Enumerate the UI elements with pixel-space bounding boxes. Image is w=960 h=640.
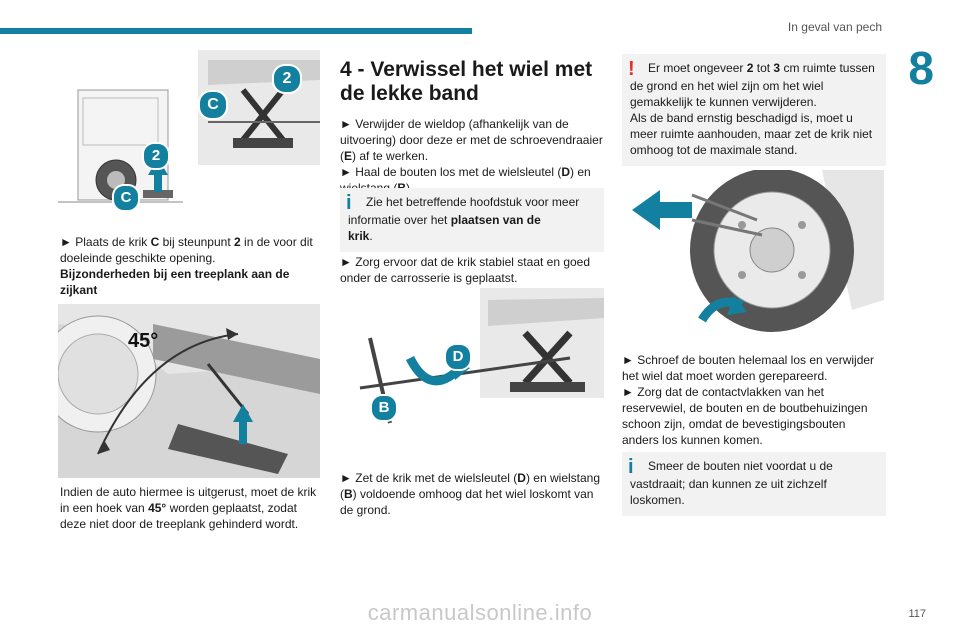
figure-jack-position: C 2 2 C	[58, 50, 320, 222]
label-d: D	[444, 343, 472, 371]
col2-step4: ► Zet de krik met de wielsleutel (D) en …	[340, 471, 601, 517]
angle-label: 45°	[128, 330, 159, 352]
watermark: carmanualsonline.info	[367, 600, 593, 625]
chapter-number: 8	[908, 42, 934, 94]
col2-step3: ► Zorg ervoor dat de krik stabiel staat …	[340, 255, 591, 285]
label-c-top: C	[198, 90, 228, 120]
figure-45-degree: 45°	[58, 304, 320, 478]
info-icon: i	[628, 456, 634, 478]
label-2-top: 2	[272, 64, 302, 94]
figure-raise-jack: D B	[340, 288, 604, 434]
info-icon: i	[346, 192, 352, 214]
label-2-bottom: 2	[142, 142, 170, 170]
label-b: B	[370, 394, 398, 422]
bullet-arrow: ►	[60, 235, 72, 249]
col1-step1: ► Plaats de krik C bij steunpunt 2 in de…	[60, 235, 313, 297]
label-c-bottom: C	[112, 184, 140, 212]
page-title: 4 - Verwissel het wiel met de lekke band	[340, 58, 593, 105]
col2-top: 4 - Verwissel het wiel met de lekke band…	[340, 58, 603, 195]
warning-icon: !	[628, 58, 635, 80]
warning-box: !Er moet ongeveer 2 tot 3 cm ruimte tuss…	[622, 54, 886, 166]
section-title: In geval van pech	[787, 20, 882, 34]
page-number: 117	[908, 608, 926, 620]
subheading: Bijzonderheden bij een treeplank aan de …	[60, 267, 290, 297]
col1-para: Indien de auto hiermee is uitgerust, moe…	[60, 485, 317, 531]
figure-wheel-removal	[622, 170, 884, 332]
header-accent-bar	[0, 28, 472, 34]
col3-steps: ► Schroef de bouten helemaal los en verw…	[622, 353, 875, 447]
